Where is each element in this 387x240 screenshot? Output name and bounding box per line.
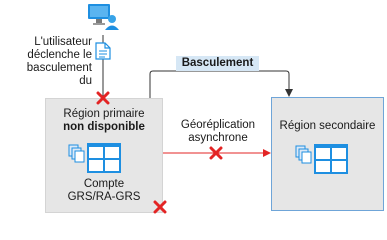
replication-line-2: asynchrone: [188, 132, 248, 144]
primary-region-box: Région primaire non disponible Compte GR…: [45, 98, 163, 213]
replication-line-1: Géoréplication: [180, 119, 256, 131]
user-note-line-2: déclenche le: [27, 49, 92, 61]
failure-x-icon: [153, 200, 167, 214]
storage-account-icon: [295, 144, 348, 174]
failure-x-icon: [96, 91, 110, 105]
account-line-2: GRS/RA-GRS: [67, 191, 141, 203]
failover-arrow: [149, 70, 293, 98]
user-note-line-3: basculement du: [26, 62, 92, 87]
secondary-region-box: Région secondaire: [271, 97, 384, 211]
storage-account-icon: [68, 143, 121, 173]
primary-region-title: Région primaire: [63, 108, 145, 120]
user-monitor-icon: [88, 4, 119, 30]
failure-x-icon: [209, 146, 223, 160]
primary-region-status: non disponible: [63, 121, 145, 133]
user-note: L'utilisateur déclenche le basculement d…: [20, 36, 92, 88]
replication-label: Géoréplication asynchrone: [173, 119, 263, 145]
user-note-line-1: L'utilisateur: [34, 36, 92, 48]
secondary-region-title: Région secondaire: [279, 120, 376, 132]
document-icon: [95, 42, 111, 60]
account-line-1: Compte: [83, 178, 125, 190]
failover-label: Basculement: [176, 56, 259, 71]
